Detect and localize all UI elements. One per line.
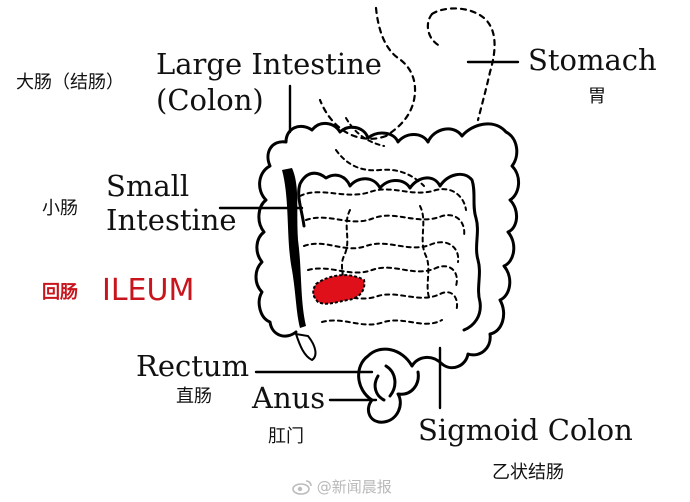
anus-zh-label: 肛门 <box>268 426 304 447</box>
leader-lines <box>218 60 520 410</box>
ileum-en-label: ILEUM <box>102 273 195 308</box>
stomach-outline <box>318 6 496 140</box>
rectum-en-label: Rectum <box>136 349 250 383</box>
large-intestine-zh-label: 大肠（结肠） <box>16 72 124 93</box>
ileum-zh-label: 回肠 <box>42 282 78 303</box>
stomach-en-label: Stomach <box>528 43 657 77</box>
rectum-zh-label: 直肠 <box>176 386 212 407</box>
watermark: @新闻晨报 <box>292 476 392 497</box>
sigmoid-colon-zh-label: 乙状结肠 <box>492 462 564 483</box>
small-intestine-en-label-line2: Intestine <box>106 203 237 237</box>
small-intestine-zh-label: 小肠 <box>42 198 78 219</box>
large-intestine-en-label-line2: (Colon) <box>156 83 264 117</box>
watermark-text: @新闻晨报 <box>316 478 392 496</box>
ileum-highlight <box>312 274 366 305</box>
anus-en-label: Anus <box>252 381 326 415</box>
weibo-icon <box>292 480 312 495</box>
large-intestine-en-label-line1: Large Intestine <box>156 47 382 81</box>
small-intestine-en-label-line1: Small <box>106 169 190 203</box>
stomach-zh-label: 胃 <box>588 86 606 107</box>
sigmoid-colon-en-label: Sigmoid Colon <box>418 413 633 447</box>
